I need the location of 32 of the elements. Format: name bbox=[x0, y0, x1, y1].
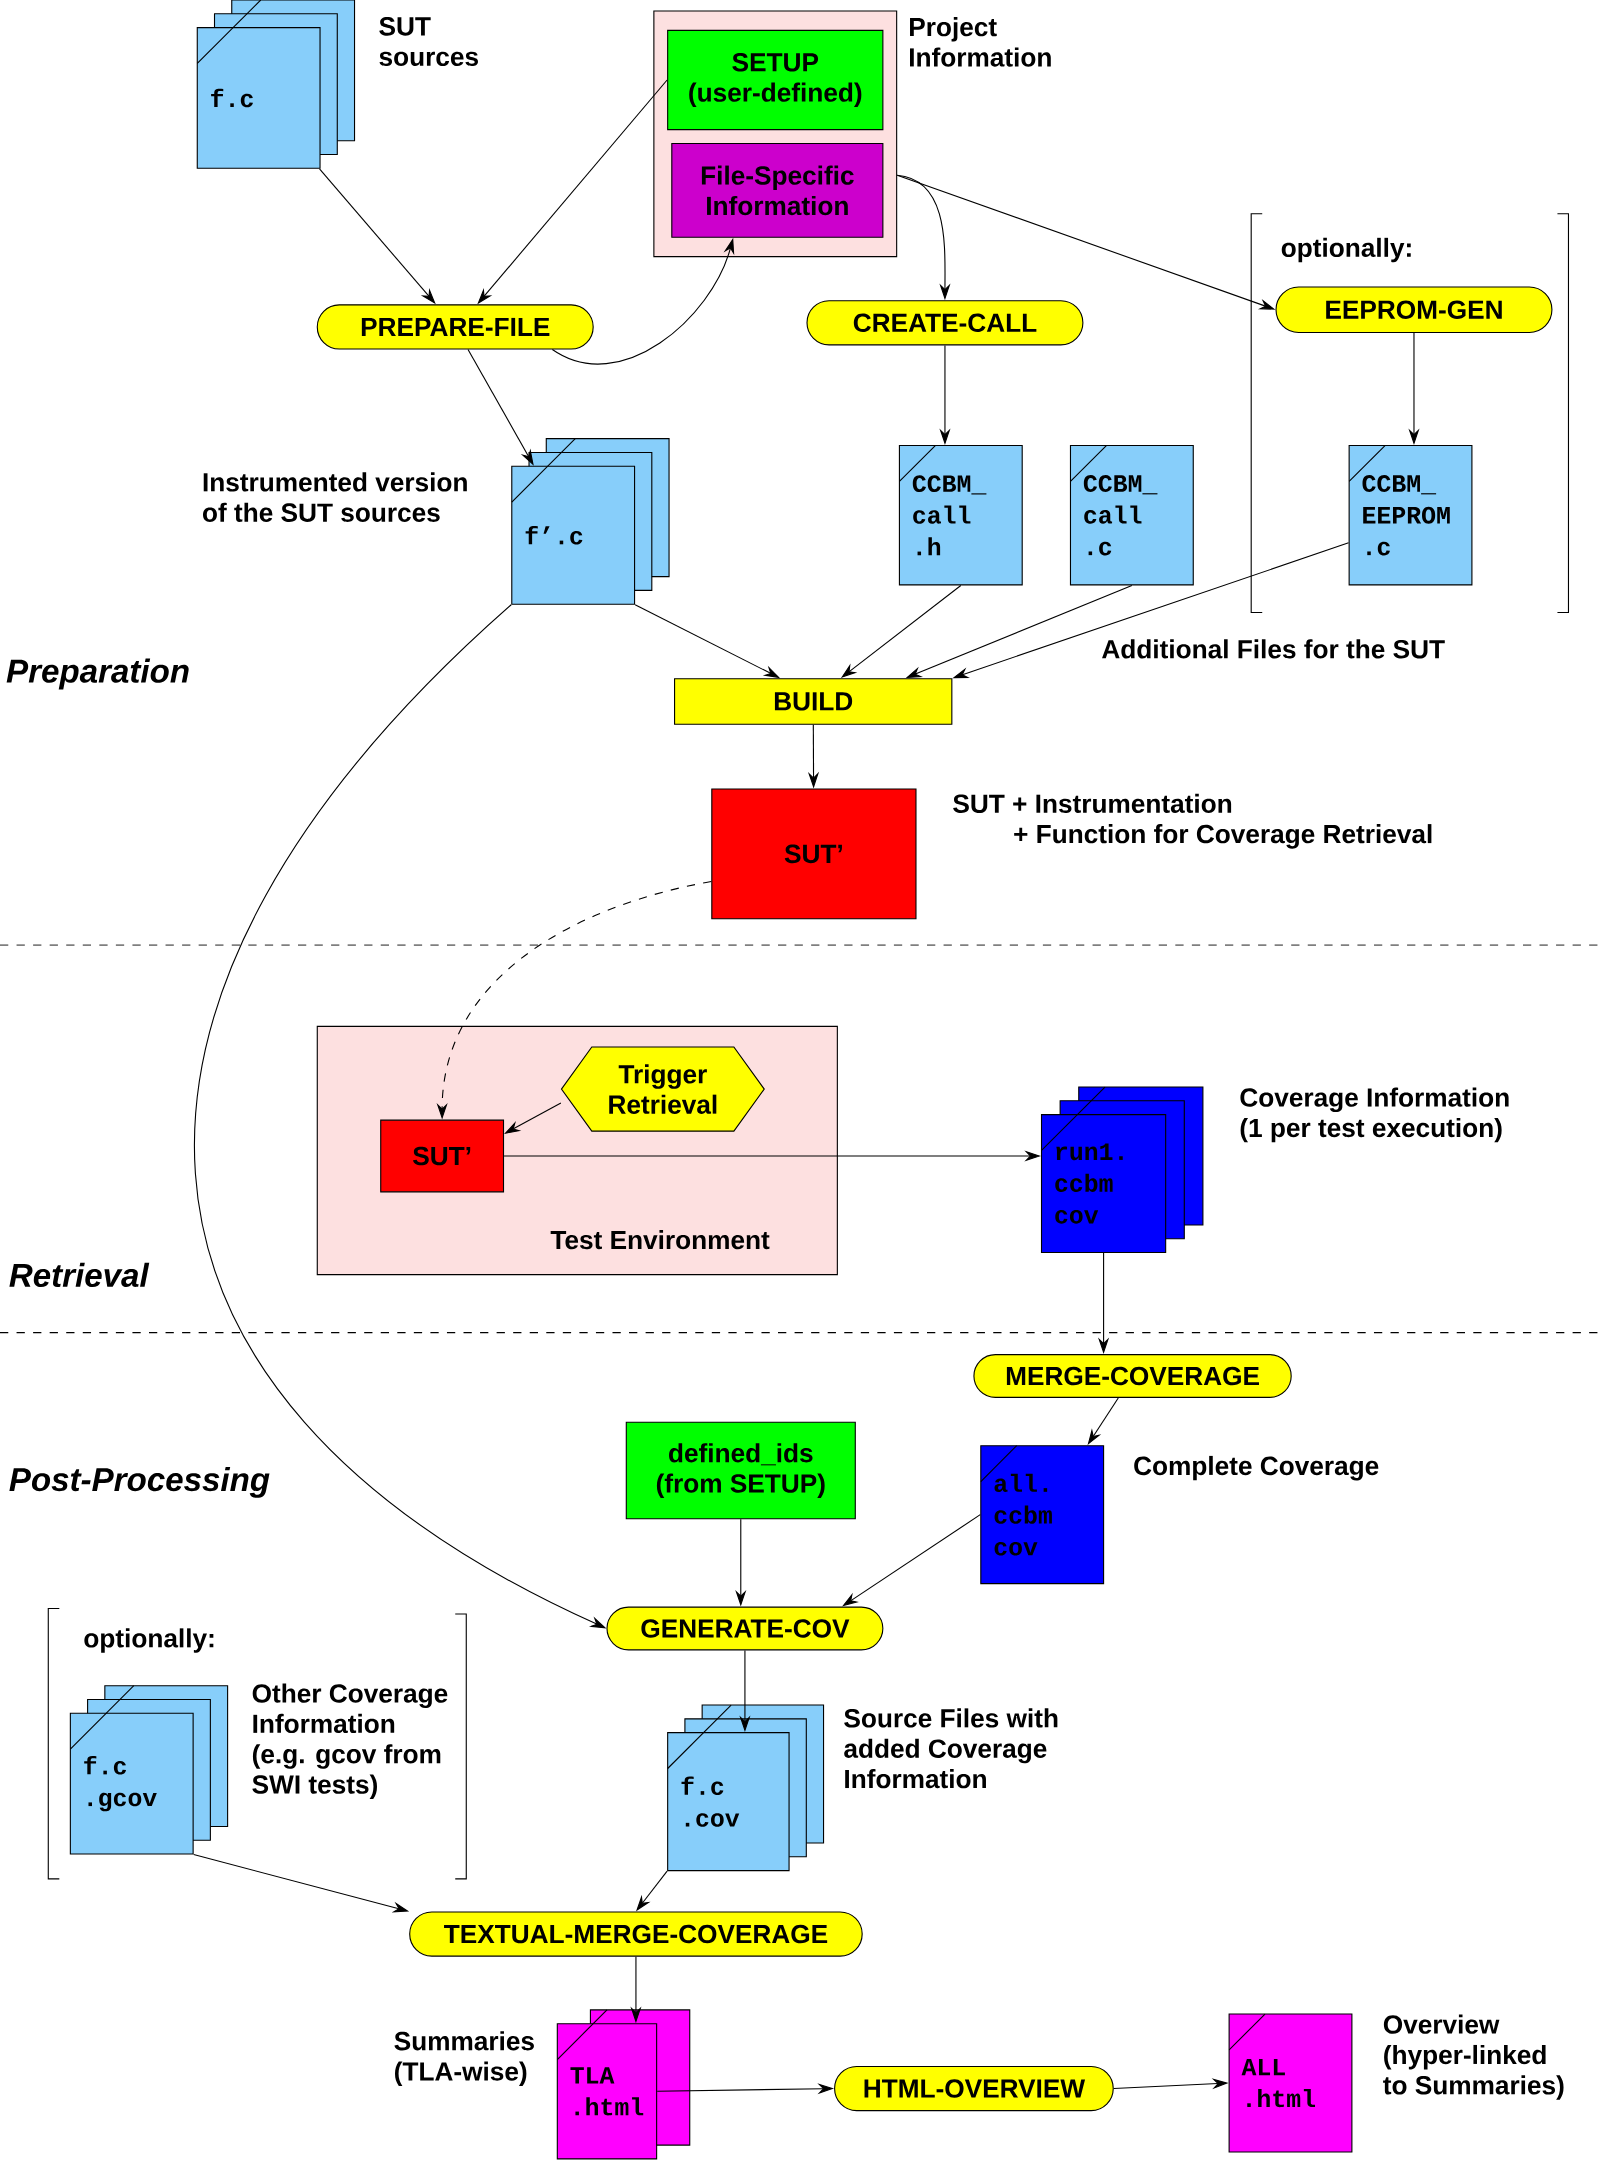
section-label: Preparation bbox=[6, 658, 189, 690]
file-caption: Summaries (TLA-wise) bbox=[394, 2031, 534, 2086]
note-label: Additional Files for the SUT bbox=[1101, 639, 1445, 659]
file-caption: SUT + Instrumentation + Function for Coverage Retrieval bbox=[953, 793, 1432, 849]
process-pill: EEPROM-GEN bbox=[1275, 286, 1553, 333]
process-box: SUT’ bbox=[711, 788, 917, 920]
process-pill: TEXTUAL-MERGE-COVERAGE bbox=[409, 1911, 863, 1957]
file-caption: Other Coverage Information (e.g. gcov from SWI tests) bbox=[252, 1683, 448, 1799]
process-box: BUILD bbox=[673, 678, 953, 725]
file-caption: Source Files with added Coverage Information bbox=[844, 1708, 1058, 1789]
process-pill: GENERATE-COV bbox=[606, 1606, 884, 1651]
process-pill: PREPARE-FILE bbox=[316, 304, 594, 350]
process-box: File-Specific Information bbox=[671, 142, 884, 238]
note-label: optionally: bbox=[84, 1628, 214, 1653]
process-box: defined_ids (from SETUP) bbox=[625, 1421, 856, 1520]
section-label: Post-Processing bbox=[9, 1466, 270, 1498]
process-pill: MERGE-COVERAGE bbox=[973, 1354, 1292, 1398]
section-label: Retrieval bbox=[9, 1262, 150, 1288]
trigger-hexagon: Trigger Retrieval bbox=[560, 1046, 765, 1132]
group-title: Project Information bbox=[909, 17, 1051, 67]
arrow bbox=[504, 1102, 562, 1134]
process-pill: CREATE-CALL bbox=[806, 300, 1084, 346]
process-box: SUT’ bbox=[380, 1119, 504, 1193]
file-caption: SUT sources bbox=[379, 17, 478, 66]
file-caption: Overview (hyper-linked to Summaries) bbox=[1383, 2014, 1564, 2100]
file-caption: Complete Coverage bbox=[1134, 1455, 1379, 1481]
file-caption: Coverage Information (1 per test execution) bbox=[1240, 1087, 1509, 1143]
process-pill: HTML-OVERVIEW bbox=[833, 2065, 1114, 2112]
group-title: Test Environment bbox=[550, 1230, 770, 1250]
file-caption: Instrumented version of the SUT sources bbox=[202, 472, 467, 522]
process-box: SETUP (user-defined) bbox=[667, 29, 884, 131]
note-label: optionally: bbox=[1281, 237, 1411, 263]
